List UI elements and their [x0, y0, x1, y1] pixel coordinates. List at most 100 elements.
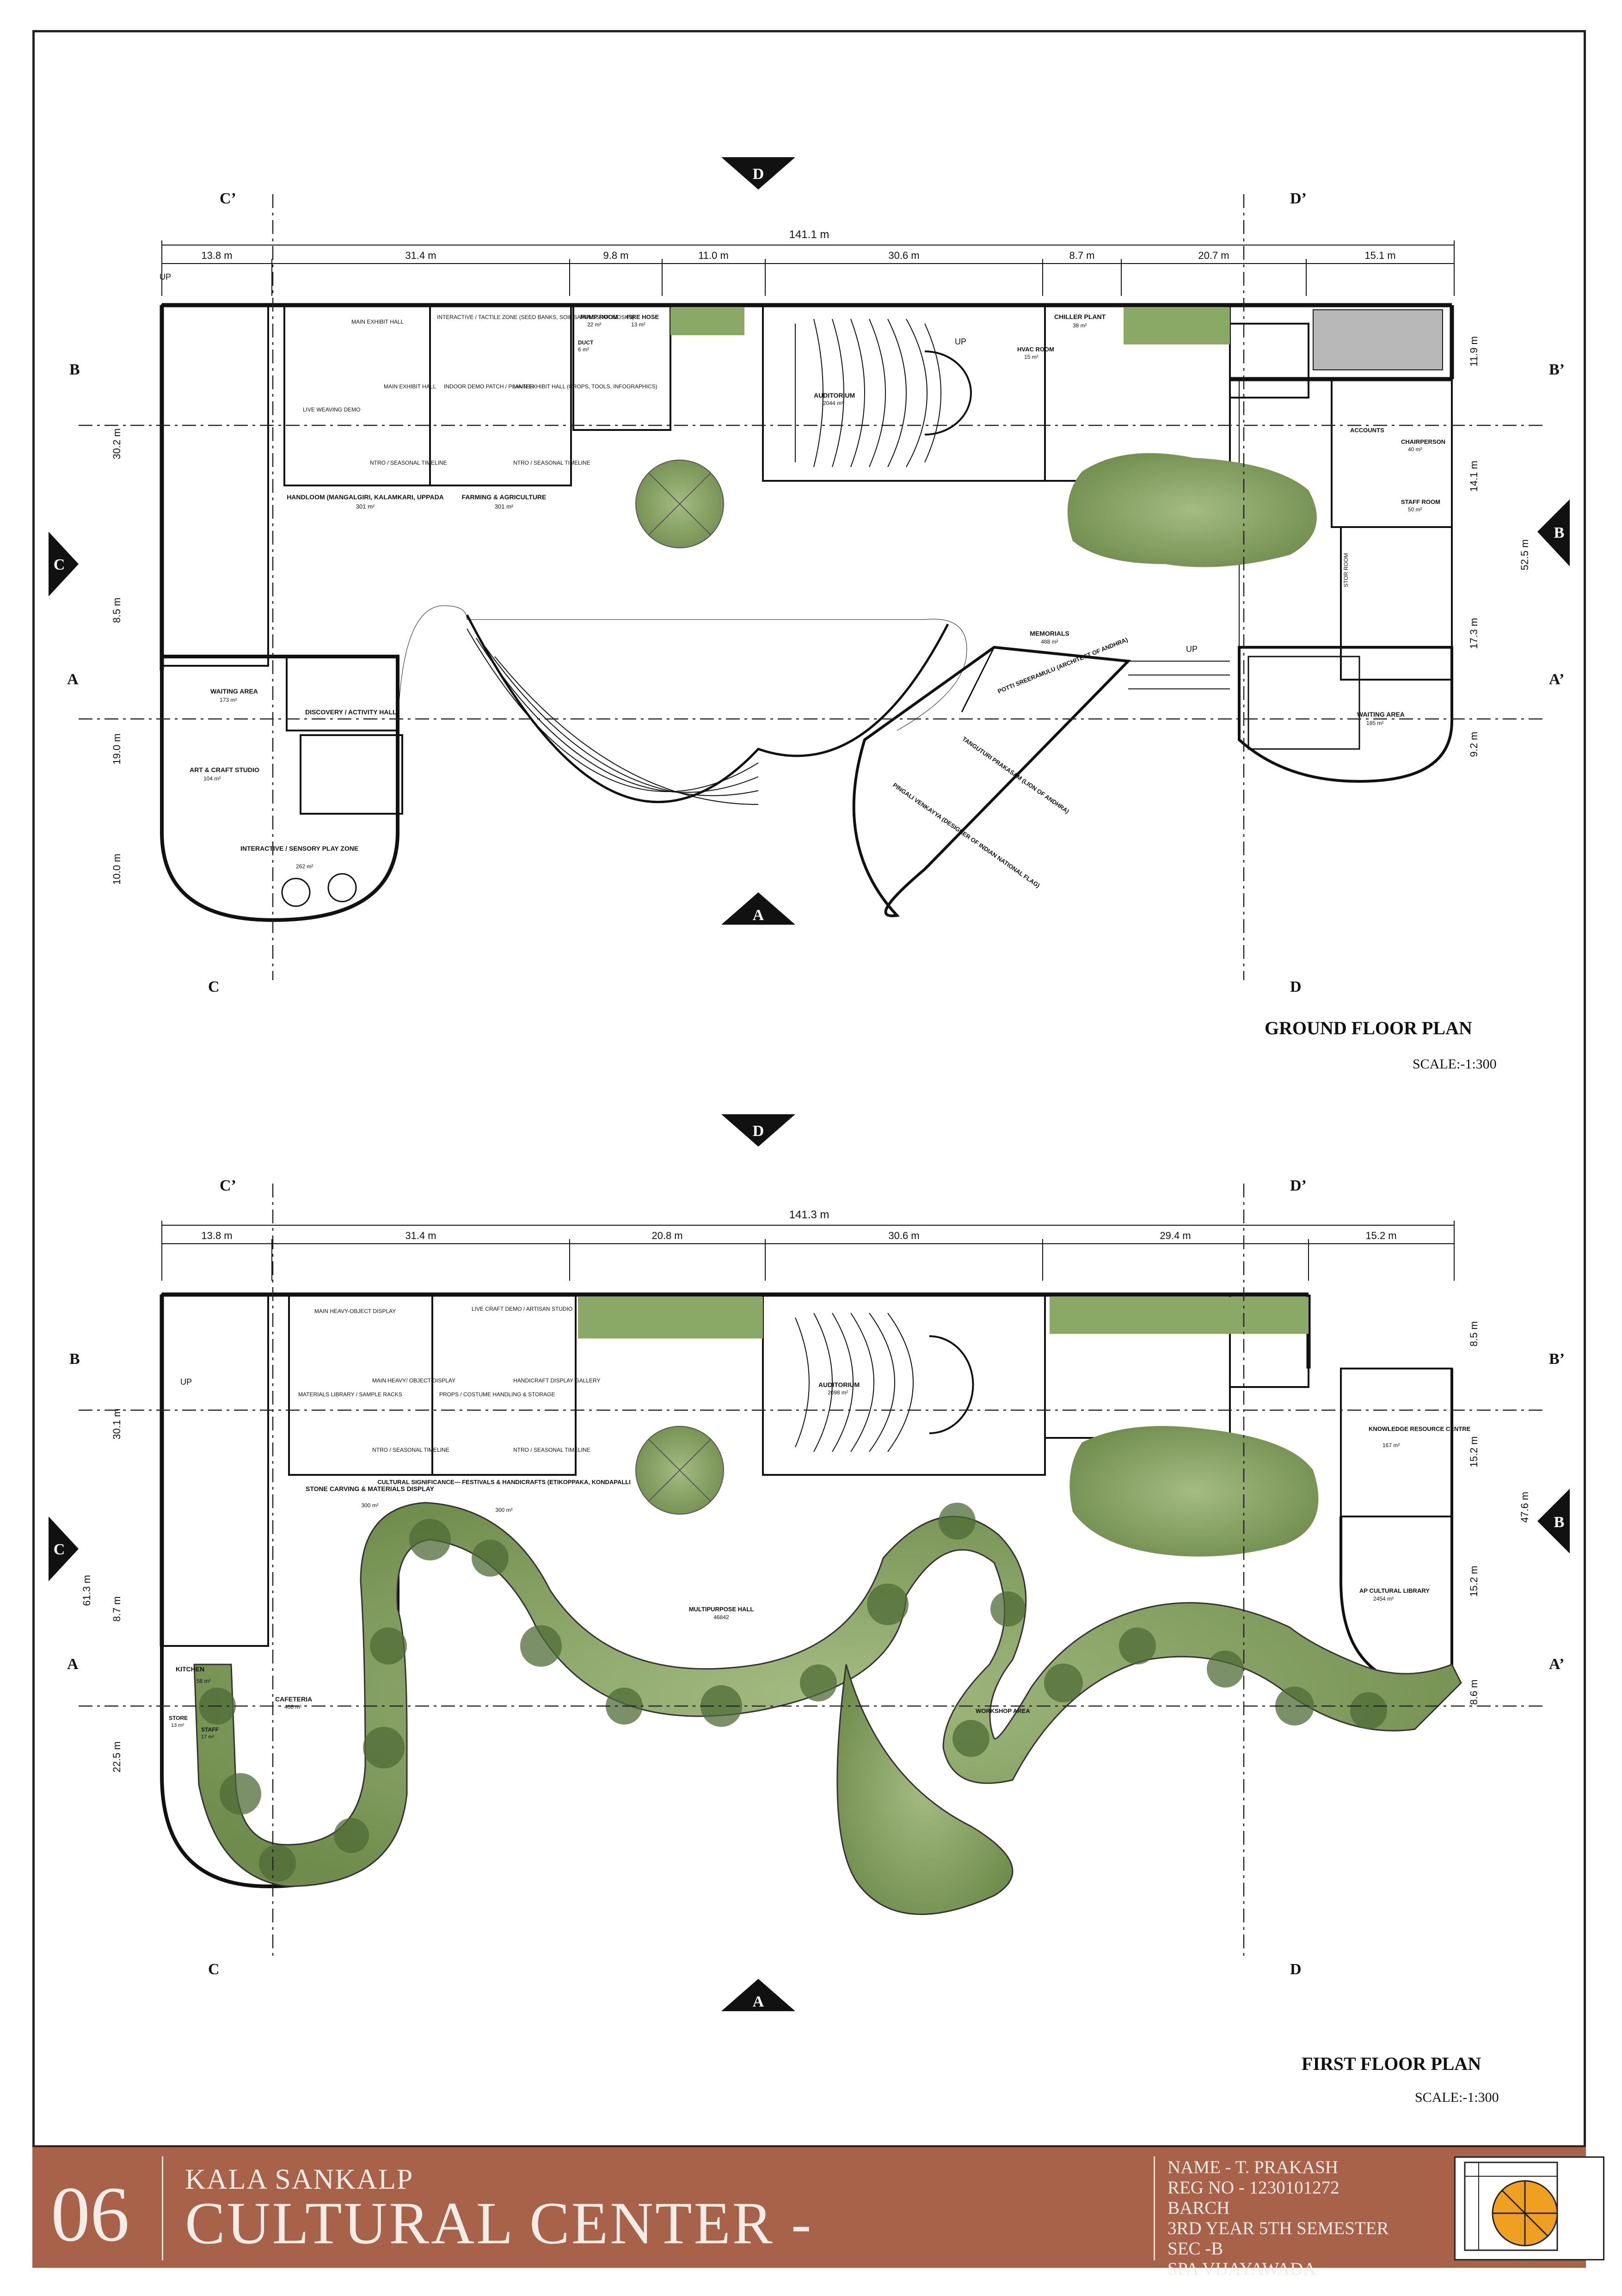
first-right-dim: 8.6 m [1468, 1679, 1480, 1705]
ground-plan-title: GROUND FLOOR PLAN [1265, 1018, 1472, 1038]
room-label: MAIN HEAVY-OBJECT DISPLAY [314, 1308, 396, 1314]
stair-up-label: UP [160, 272, 171, 282]
ground-dim: 8.7 m [1069, 250, 1094, 261]
logo-mark [1464, 2161, 1558, 2251]
ground-plan-scale: SCALE:-1:300 [1413, 1056, 1497, 1072]
section-label: B’ [1549, 361, 1565, 378]
room-label: MAIN EXHIBIT HALL [351, 319, 404, 325]
room-label: ART & CRAFT STUDIO [190, 766, 259, 774]
room-label: DISCOVERY / ACTIVITY HALL [305, 708, 397, 716]
first-dim: 30.6 m [888, 1230, 919, 1241]
room-area: 488 m² [1041, 638, 1058, 645]
ground-right-dim: 9.2 m [1468, 731, 1480, 757]
room-label: POTTI SREERAMULU (ARCHITECT OF ANDHRA) [997, 636, 1129, 695]
section-label: A’ [1549, 1656, 1564, 1673]
room-label: PUMP ROOM [580, 313, 618, 320]
first-left-dim: 30.1 m [111, 1408, 123, 1439]
section-label: A [67, 671, 79, 688]
room-label: NTRO / SEASONAL TIMELINE [370, 460, 447, 466]
room-label: CULTURAL SIGNIFICANCE— FESTIVALS & HANDI… [377, 1479, 631, 1486]
room-area: 2044 m² [823, 400, 843, 406]
ground-dim: 15.1 m [1364, 250, 1395, 261]
room-label: INDOOR DEMO PATCH / PLANTER [444, 383, 534, 390]
room-label: PROPS / COSTUME HANDLING & STORAGE [439, 1391, 555, 1398]
first-dim: 29.4 m [1160, 1230, 1191, 1241]
room-label: ACCOUNTS [1350, 427, 1384, 434]
stair-up-label: UP [180, 1377, 192, 1387]
ground-marker-d [721, 157, 795, 190]
ground-right-dim: 17.3 m [1468, 618, 1480, 649]
room-label: HVAC ROOM [1017, 346, 1054, 353]
section-label: D [1290, 978, 1302, 995]
section-label: B [69, 1351, 80, 1368]
first-marker-a [721, 1979, 795, 2011]
info-divider [1154, 2156, 1155, 2260]
room-label: FARMING & AGRICULTURE [462, 493, 547, 501]
room-area: 301 m² [356, 503, 375, 510]
room-area: 2454 m² [1373, 1596, 1394, 1602]
marker-letter: B [1554, 524, 1565, 541]
room-label: NTRO / SEASONAL TIMELINE [513, 460, 590, 466]
room-label: MAIN EXHIBIT HALL (CROPS, TOOLS, INFOGRA… [513, 383, 657, 390]
ground-dim: 31.4 m [405, 250, 436, 261]
ground-left-dim: 30.2 m [111, 428, 123, 459]
section-label: A [67, 1656, 79, 1673]
first-dim: 13.8 m [201, 1230, 232, 1241]
ground-dim: 13.8 m [201, 250, 232, 261]
ground-dim: 30.6 m [888, 250, 919, 261]
room-label: HANDLOOM (MANGALGIRI, KALAMKARI, UPPADA [287, 493, 444, 501]
room-label: LIVE CRAFT DEMO / ARTISAN STUDIO [472, 1306, 572, 1312]
room-area: 38 m² [1073, 322, 1087, 329]
first-marker-c [49, 1516, 79, 1581]
room-area: 22 m² [587, 321, 602, 328]
room-label: STAFF [201, 1726, 219, 1733]
room-area: 167 m² [1382, 1442, 1400, 1449]
first-right-dim: 8.5 m [1468, 1321, 1480, 1346]
ground-marker-b [1537, 499, 1570, 566]
room-area: 15 m² [1024, 354, 1038, 360]
room-label: FIRE HOSE [627, 313, 659, 320]
room-label: INTERACTIVE / SENSORY PLAY ZONE [240, 845, 358, 852]
room-label: TANGUTURI PRAKASAM (LION OF ANDHRA) [961, 735, 1070, 815]
room-area: 58 m² [197, 1678, 211, 1684]
room-area: 50 m² [1408, 506, 1422, 513]
room-label: NTRO / SEASONAL TIMELINE [513, 1447, 590, 1453]
first-left-dim: 61.3 m [81, 1575, 92, 1606]
room-label: WAITING AREA [210, 688, 258, 695]
ground-right-dim: 52.5 m [1519, 539, 1530, 570]
room-area: 46842 [713, 1614, 729, 1621]
section-label: D’ [1290, 1177, 1307, 1194]
first-plan-title: FIRST FLOOR PLAN [1302, 2053, 1481, 2074]
title-divider [162, 2156, 163, 2260]
room-label: KNOWLEDGE RESOURCE CENTRE [1369, 1425, 1471, 1432]
room-label: DUCT [578, 339, 594, 346]
school-logo [1454, 2156, 1604, 2260]
ground-landscape [281, 307, 1443, 907]
ground-dim: 11.0 m [698, 250, 729, 261]
room-label: LIVE WEAVING DEMO [303, 406, 360, 413]
room-label: STONE CARVING & MATERIALS DISPLAY [306, 1485, 435, 1492]
ground-right-dim: 11.9 m [1468, 336, 1480, 367]
room-area: 13 m² [631, 321, 645, 328]
ground-marker-a [721, 892, 795, 925]
room-label: MATERIALS LIBRARY / SAMPLE RACKS [298, 1391, 402, 1398]
room-area: 173 m² [220, 697, 237, 703]
marker-letter: D [753, 166, 764, 183]
student-section: SEC -B [1167, 2239, 1223, 2259]
room-label: STORE [169, 1715, 188, 1721]
room-area: 300 m² [495, 1507, 512, 1513]
student-name: NAME - T. PRAKASH [1167, 2157, 1339, 2177]
room-area: 185 m² [1366, 720, 1383, 726]
first-dim: 31.4 m [405, 1230, 436, 1241]
marker-letter: D [753, 1123, 764, 1140]
first-dim: 15.2 m [1365, 1230, 1396, 1241]
first-right-dim: 47.6 m [1519, 1492, 1530, 1522]
ground-marker-c [49, 532, 79, 596]
marker-letter: C [54, 1541, 65, 1558]
room-area: 13 m² [171, 1723, 184, 1728]
title-block: 06 KALA SANKALP CULTURAL CENTER - NAME -… [32, 2145, 1604, 2279]
first-dim: 20.8 m [651, 1230, 682, 1241]
stair-up-label: UP [1186, 645, 1198, 654]
marker-letter: A [753, 907, 764, 924]
